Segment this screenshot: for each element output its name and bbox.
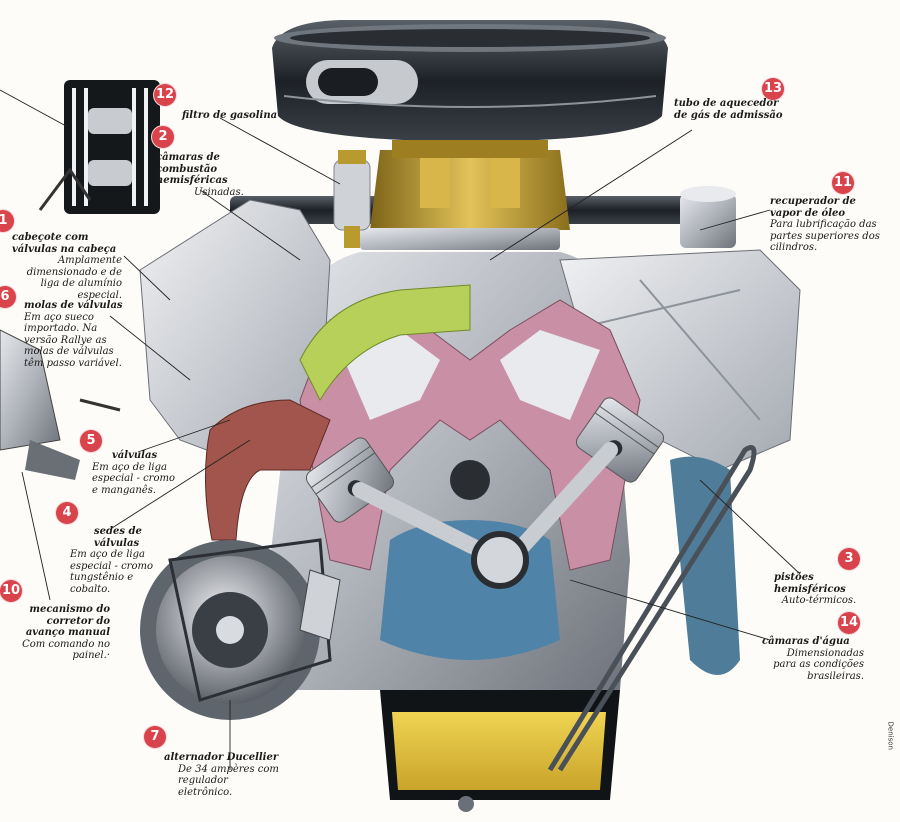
illustrator-signature: Denison	[886, 721, 894, 750]
exhaust-port	[204, 399, 331, 541]
intake-runner	[299, 284, 471, 402]
fuel-filter-label: filtro de gasolina	[182, 110, 277, 122]
callout-11-title: recuperador de vapor de óleo	[770, 196, 856, 219]
callout-3-label: pistões hemisféricos Auto-térmicos.	[774, 572, 864, 607]
callout-11-badge: 11	[832, 172, 854, 194]
callout-13-title: tubo de aquecedor de gás de admissão	[674, 98, 783, 121]
callout-5-desc: Em aço de liga especial - cromo e mangan…	[92, 461, 175, 496]
combustion-chambers	[299, 299, 641, 571]
air-filter	[272, 20, 668, 142]
callout-10-title: mecanismo do corretor do avanço manual	[25, 604, 110, 638]
callout-10-label: mecanismo do corretor do avanço manual C…	[14, 604, 110, 662]
fuel-filter-title: filtro de gasolina	[182, 110, 278, 121]
callout-10-desc: Com comando no painel.·	[22, 638, 110, 662]
callout-7-title: alternador Ducellier	[164, 752, 279, 763]
callout-2-desc: Usinadas.	[194, 186, 244, 198]
callout-13-badge: 13	[762, 78, 784, 100]
callout-1-desc: Amplamente dimensionado e de liga de alu…	[26, 255, 122, 301]
callout-1-badge: 1	[0, 210, 14, 232]
callout-14-badge: 14	[838, 612, 860, 634]
dipstick	[547, 445, 757, 772]
callout-4-label: sedes de válvulas Em aço de liga especia…	[70, 526, 162, 595]
callout-4-title: sedes de válvulas	[94, 526, 142, 549]
leader-lines	[0, 89, 801, 770]
oil-sump	[380, 690, 620, 812]
callout-12-badge: 12	[154, 84, 176, 106]
callout-14-title: câmaras d'água	[762, 636, 850, 647]
callout-3-title: pistões hemisféricos	[774, 572, 846, 595]
callout-10-badge: 10	[0, 580, 22, 602]
callout-2-badge: 2	[152, 126, 174, 148]
alternator	[140, 538, 341, 720]
callout-3-desc: Auto-térmicos.	[781, 595, 857, 606]
callout-11-label: recuperador de vapor de óleo Para lubrif…	[770, 196, 882, 254]
cylinder-head-detail	[38, 80, 160, 214]
fuel-filter	[333, 150, 371, 248]
callout-6-label: molas de válvulas Em aço sueco importado…	[24, 300, 128, 369]
callout-13-label: tubo de aquecedor de gás de admissão	[674, 98, 794, 121]
callout-4-desc: Em aço de liga especial - cromo tungstên…	[70, 549, 153, 595]
callout-14-desc: Dimensionadas para as condições brasilei…	[773, 647, 864, 682]
callout-3-badge: 3	[838, 548, 860, 570]
callout-11-desc: Para lubrificação das partes superiores …	[770, 219, 880, 253]
callout-6-desc: Em aço sueco importado. Na versão Rallye…	[24, 311, 122, 369]
callout-2-label: câmaras de combustão hemisféricas Usinad…	[156, 152, 266, 198]
callout-2-title: câmaras de combustão hemisféricas	[156, 152, 228, 186]
callout-7-label: alternador Ducellier De 34 ampères com r…	[164, 752, 280, 798]
callout-5-title: válvulas	[112, 450, 158, 461]
callout-1-title: cabeçote com válvulas na cabeça	[12, 232, 117, 255]
callout-1-label: cabeçote com válvulas na cabeça Amplamen…	[12, 232, 122, 301]
distributor	[0, 329, 121, 480]
pistons	[305, 397, 665, 589]
callout-6-badge: 6	[0, 286, 16, 308]
callout-5-label: válvulas Em aço de liga especial - cromo…	[92, 450, 182, 496]
callout-4-badge: 4	[56, 502, 78, 524]
oil-vapor-recuperator	[680, 186, 736, 248]
callout-6-title: molas de válvulas	[24, 300, 123, 311]
callout-14-label: câmaras d'água Dimensionadas para as con…	[762, 636, 864, 682]
callout-7-desc: De 34 ampères com regulador eletrônico.	[178, 763, 279, 798]
callout-5-badge: 5	[80, 430, 102, 452]
callout-7-badge: 7	[144, 726, 166, 748]
